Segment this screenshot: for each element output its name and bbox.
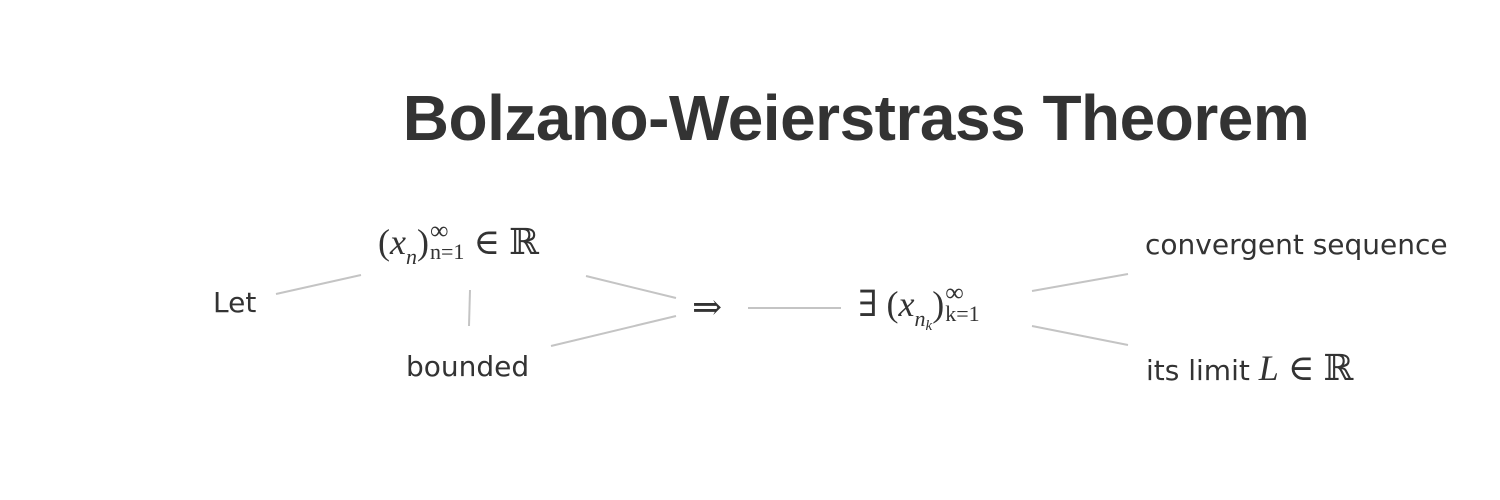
- node-let: Let: [213, 286, 257, 319]
- sequence-open-paren: (: [378, 222, 390, 262]
- sequence-index: n: [405, 244, 417, 269]
- edge-subsequence-convergent: [1031, 273, 1129, 292]
- edge-bounded-implies: [550, 315, 677, 347]
- limit-real-set: ℝ: [1323, 348, 1354, 388]
- edge-sequence-bounded: [468, 289, 471, 327]
- subsequence-index: n: [914, 306, 926, 331]
- edge-subsequence-limit: [1031, 325, 1129, 346]
- node-subsequence: ∃ (xnk)∞k=1: [858, 277, 980, 333]
- limit-text: its limit: [1146, 354, 1250, 387]
- node-bounded: bounded: [406, 350, 530, 383]
- node-implies: ⇒: [692, 287, 723, 327]
- subsequence-variable: x: [898, 284, 915, 324]
- subsequence-lower-limit: k=1: [945, 300, 980, 326]
- sequence-element-of: ∈: [473, 222, 501, 262]
- subsequence-upper-limit: ∞: [945, 277, 964, 307]
- edge-let-sequence: [275, 274, 362, 295]
- subsequence-open-paren: (: [886, 284, 899, 324]
- subsequence-close-paren: ): [932, 284, 945, 324]
- subsequence-subindex: k: [925, 318, 933, 334]
- sequence-upper-limit: ∞: [429, 215, 449, 245]
- limit-element-of: ∈: [1287, 348, 1315, 388]
- sequence-lower-limit: n=1: [429, 238, 465, 264]
- node-limit: its limit L ∈ ℝ: [1146, 348, 1353, 388]
- node-sequence: (xn)∞n=1 ∈ ℝ: [378, 215, 539, 269]
- subsequence-exists: ∃: [858, 284, 878, 324]
- sequence-variable: x: [390, 222, 406, 262]
- sequence-real-set: ℝ: [509, 222, 539, 262]
- edge-sequence-implies: [585, 275, 677, 299]
- limit-variable: L: [1258, 348, 1279, 388]
- diagram-title: Bolzano-Weierstrass Theorem: [402, 82, 1310, 154]
- sequence-close-paren: ): [416, 222, 429, 262]
- node-convergent: convergent sequence: [1145, 228, 1448, 261]
